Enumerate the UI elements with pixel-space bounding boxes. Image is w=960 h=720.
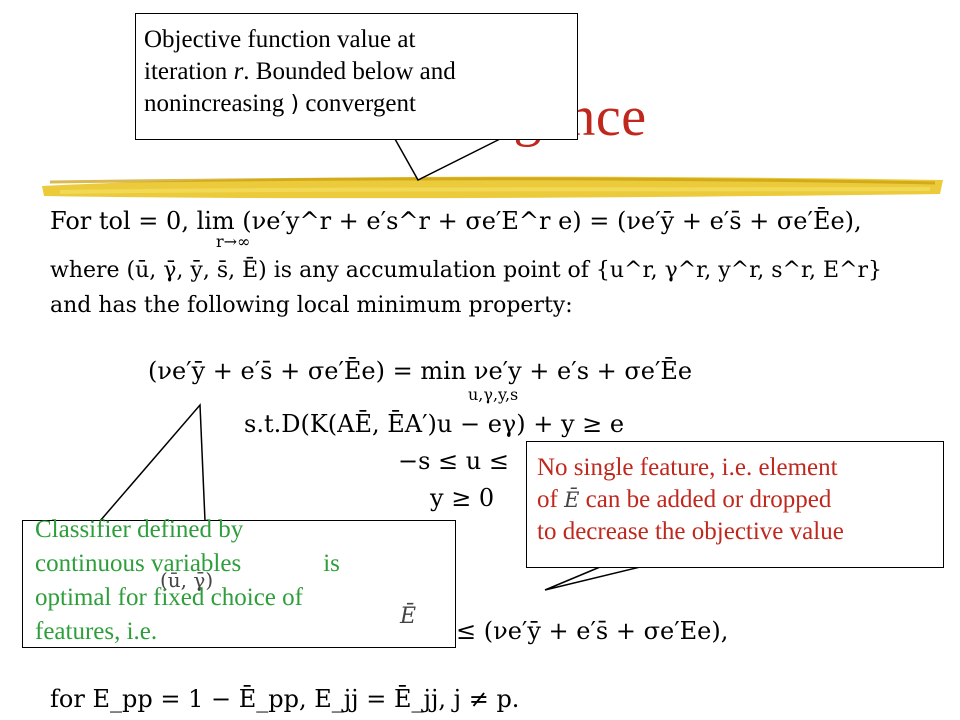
classifier-ebar: Ē — [400, 604, 417, 629]
callout-objective-text-3a: nonincreasing — [144, 90, 291, 117]
equation-constraint-3: y ≥ 0 — [430, 484, 495, 512]
callout-feature-line1: No single feature, i.e. element — [537, 454, 838, 481]
callout-objective: Objective function value at iteration r.… — [135, 13, 578, 140]
line-limit: For tol = 0, lim (νe′y^r + e′s^r + σe′E^… — [50, 207, 862, 235]
callout-objective-line2: iteration r. Bounded below and — [144, 56, 569, 88]
callout-feature-line2: of Ē can be added or dropped — [537, 484, 933, 516]
iteration-variable: r — [233, 58, 244, 85]
callout-classifier-text-2b: is — [323, 550, 340, 577]
callout-objective-line1: Objective function value at — [144, 26, 416, 53]
equation-inequality: ≤ (νe′ȳ + e′s̄ + σe′Ee), — [456, 617, 729, 645]
line-limit-prefix: For — [50, 207, 92, 235]
equation-constraint-2: −s ≤ u ≤ — [398, 447, 509, 475]
callout-classifier-text-2a: continuous variables — [35, 550, 242, 577]
callout-classifier-line4: features, i.e. — [35, 618, 158, 645]
callout-feature-line3: to decrease the objective value — [537, 518, 844, 545]
callout-classifier-line1: Classifier defined by — [35, 516, 244, 543]
callout-feature-text-2c: can be added or dropped — [579, 486, 832, 513]
line-flip-prefix: for — [50, 685, 85, 713]
callout-objective-text-cont: . Bounded below and — [243, 58, 456, 85]
line-accumulation: where (ū, γ̄, ȳ, s̄, Ē) is any accumulat… — [50, 258, 883, 283]
line-local-min: and has the following local minimum prop… — [50, 293, 573, 318]
title-underline-brush — [42, 176, 943, 199]
line-limit-math: tol = 0, lim (νe′y^r + e′s^r + σe′E^r e)… — [98, 207, 862, 235]
equation-constraint-1: s.t.D(K(AĒ, ĒA′)u − eγ) + y ≥ e — [244, 410, 625, 438]
callout-feature: No single feature, i.e. element of Ē can… — [526, 441, 944, 568]
line-flip-math: E_pp = 1 − Ē_pp, E_jj = Ē_jj, j ≠ p. — [92, 685, 520, 713]
equation-min-subscript: u,γ,y,s — [468, 385, 519, 404]
equation-min: (νe′ȳ + e′s̄ + σe′Ēe) = min νe′y + e′s +… — [148, 357, 693, 385]
limit-subscript: r→∞ — [216, 232, 251, 251]
ebar-symbol: Ē — [564, 488, 580, 512]
line-flip-definition: for E_pp = 1 − Ē_pp, E_jj = Ē_jj, j ≠ p. — [50, 685, 519, 713]
callout-objective-text-3c: convergent — [299, 90, 416, 117]
callout-classifier: Classifier defined by continuous variabl… — [22, 516, 456, 648]
callout-classifier-line3: optimal for fixed choice of — [35, 584, 303, 611]
callout-feature-text-2a: of — [537, 486, 565, 513]
classifier-variables: (ū, γ̄) — [160, 568, 214, 592]
callout-objective-line3: nonincreasing ) convergent — [144, 88, 569, 121]
implies-symbol: ) — [290, 92, 300, 117]
callout-objective-text: iteration — [144, 58, 234, 85]
callout-classifier-line2: continuous variables is — [35, 547, 443, 581]
